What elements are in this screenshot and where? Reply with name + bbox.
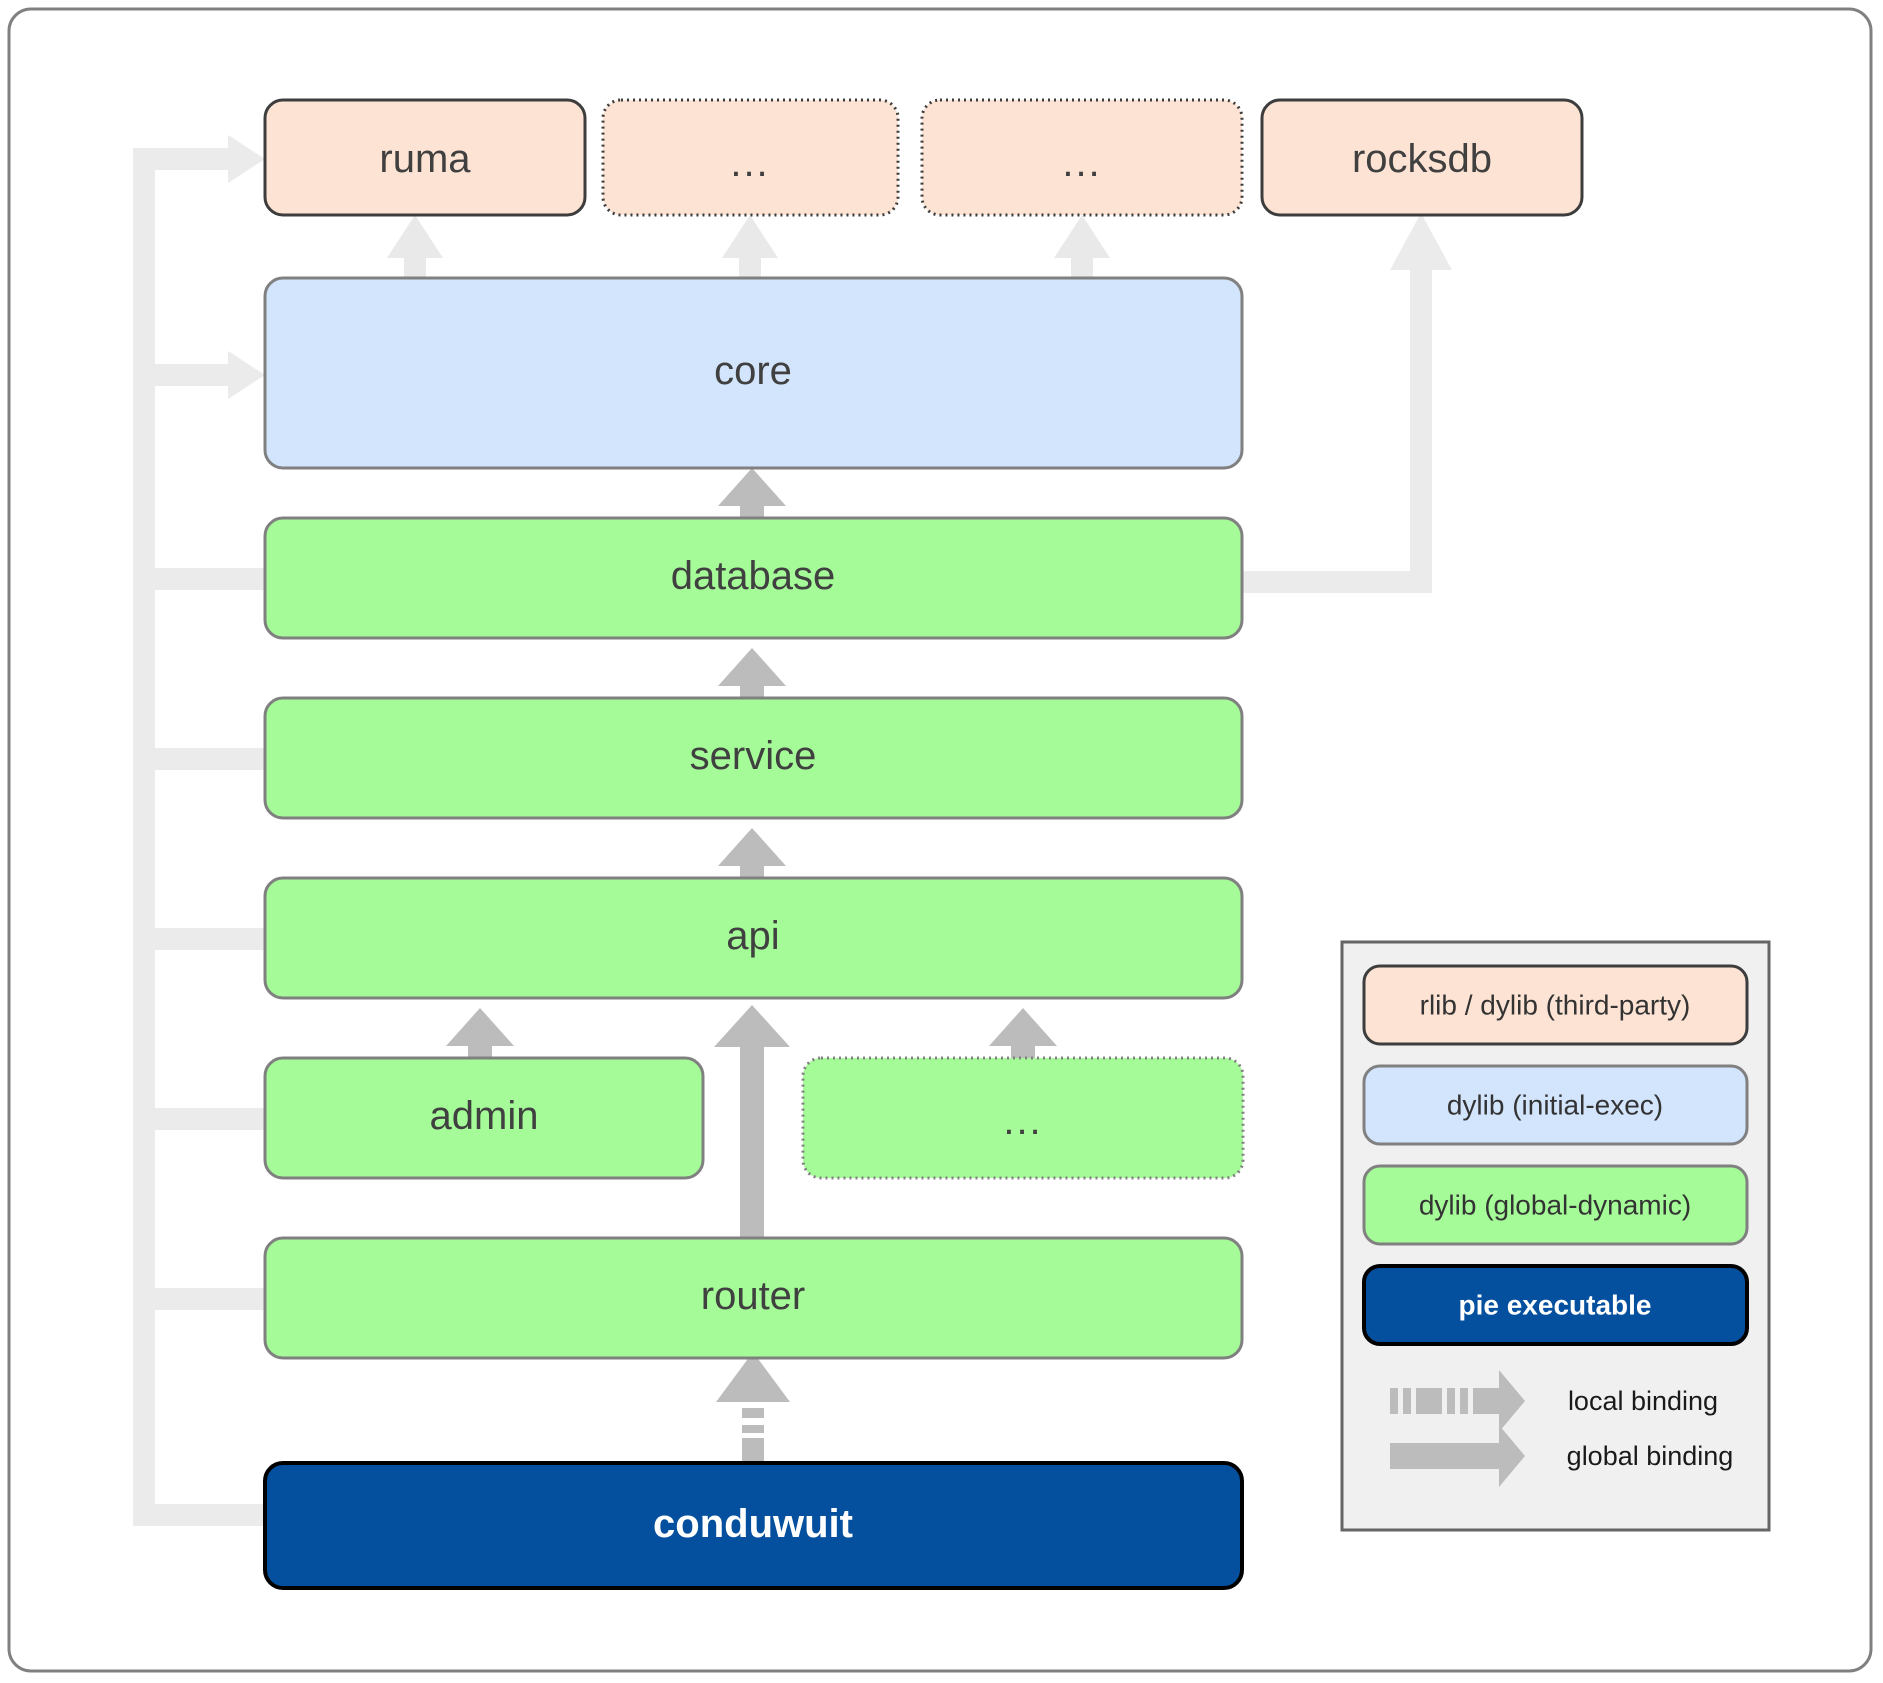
- node-service-label: service: [690, 734, 817, 778]
- node-rocksdb[interactable]: rocksdb: [1260, 98, 1584, 217]
- legend-swatch-third-party: rlib / dylib (third-party): [1362, 964, 1749, 1046]
- legend-swatch-pie-executable: pie executable: [1362, 1264, 1749, 1346]
- node-conduwuit-label: conduwuit: [653, 1502, 853, 1546]
- spine-branch-database: [155, 568, 278, 590]
- node-dots-global-dynamic[interactable]: ...: [801, 1056, 1245, 1180]
- local-binding-spine: [133, 135, 278, 1526]
- spine-arrow-ruma: [228, 135, 265, 183]
- node-service[interactable]: service: [263, 696, 1244, 820]
- legend-swatch-third-party-label: rlib / dylib (third-party): [1420, 990, 1691, 1021]
- node-core-label: core: [714, 349, 792, 393]
- node-dots-third-party-1[interactable]: ...: [601, 98, 900, 217]
- arrow-core-to-dots-tp-2: [1054, 215, 1110, 283]
- legend-global-binding-row: global binding: [1390, 1425, 1733, 1487]
- arrow-database-to-core: [718, 468, 786, 520]
- node-dots-third-party-1-label: ...: [730, 141, 769, 185]
- node-core[interactable]: core: [263, 276, 1244, 470]
- node-dots-global-dynamic-label: ...: [1003, 1099, 1042, 1143]
- spine-branch-service: [155, 748, 278, 770]
- legend-swatch-global-dynamic: dylib (global-dynamic): [1362, 1164, 1749, 1246]
- node-database-label: database: [671, 554, 836, 598]
- legend-swatch-initial-exec: dylib (initial-exec): [1362, 1064, 1749, 1146]
- node-api-label: api: [726, 914, 779, 958]
- global-binding-arrow-icon: [1390, 1425, 1525, 1487]
- spine-branch-api: [155, 928, 278, 950]
- node-admin-label: admin: [430, 1094, 539, 1138]
- spine-branch-ruma: [133, 148, 240, 170]
- spine-branch-admin: [155, 1108, 278, 1130]
- legend-swatch-initial-exec-label: dylib (initial-exec): [1447, 1090, 1663, 1121]
- node-router[interactable]: router: [263, 1236, 1244, 1360]
- node-api[interactable]: api: [263, 876, 1244, 1000]
- local-arrow-database-to-rocksdb: [1242, 213, 1452, 593]
- legend-local-binding-label: local binding: [1568, 1386, 1718, 1416]
- spine-branch-conduwuit: [133, 1504, 278, 1526]
- arrow-service-to-database: [718, 648, 786, 700]
- node-ruma-label: ruma: [379, 137, 471, 181]
- node-rocksdb-label: rocksdb: [1352, 137, 1492, 181]
- node-admin[interactable]: admin: [263, 1056, 705, 1180]
- local-arrows-core-to-thirdparty: [387, 215, 1110, 283]
- global-binding-arrows: [446, 468, 1057, 1240]
- node-dots-third-party-2[interactable]: ...: [920, 98, 1244, 217]
- legend-swatch-pie-executable-label: pie executable: [1459, 1290, 1652, 1321]
- local-arrow-conduwuit-to-router: [716, 1352, 790, 1463]
- legend-local-binding-row: local binding: [1390, 1370, 1718, 1432]
- arrow-api-to-service: [718, 828, 786, 880]
- node-ruma[interactable]: ruma: [263, 98, 587, 217]
- local-binding-arrow-icon: [1390, 1370, 1525, 1432]
- node-router-label: router: [701, 1274, 806, 1318]
- spine-branch-core: [155, 364, 240, 386]
- spine-branch-router: [155, 1288, 278, 1310]
- legend-global-binding-label: global binding: [1567, 1441, 1734, 1471]
- node-dots-third-party-2-label: ...: [1062, 141, 1101, 185]
- arrow-admin-to-api: [446, 1008, 514, 1060]
- arrow-dots-gd-to-api: [989, 1008, 1057, 1060]
- legend-swatch-global-dynamic-label: dylib (global-dynamic): [1419, 1190, 1691, 1221]
- legend-panel: rlib / dylib (third-party) dylib (initia…: [1340, 940, 1771, 1532]
- node-database[interactable]: database: [263, 516, 1244, 640]
- node-conduwuit[interactable]: conduwuit: [263, 1461, 1244, 1590]
- arrow-core-to-ruma: [387, 215, 443, 283]
- arrow-core-to-dots-tp-1: [722, 215, 778, 283]
- spine-arrow-core: [228, 351, 265, 399]
- arrow-router-to-api: [714, 1005, 790, 1240]
